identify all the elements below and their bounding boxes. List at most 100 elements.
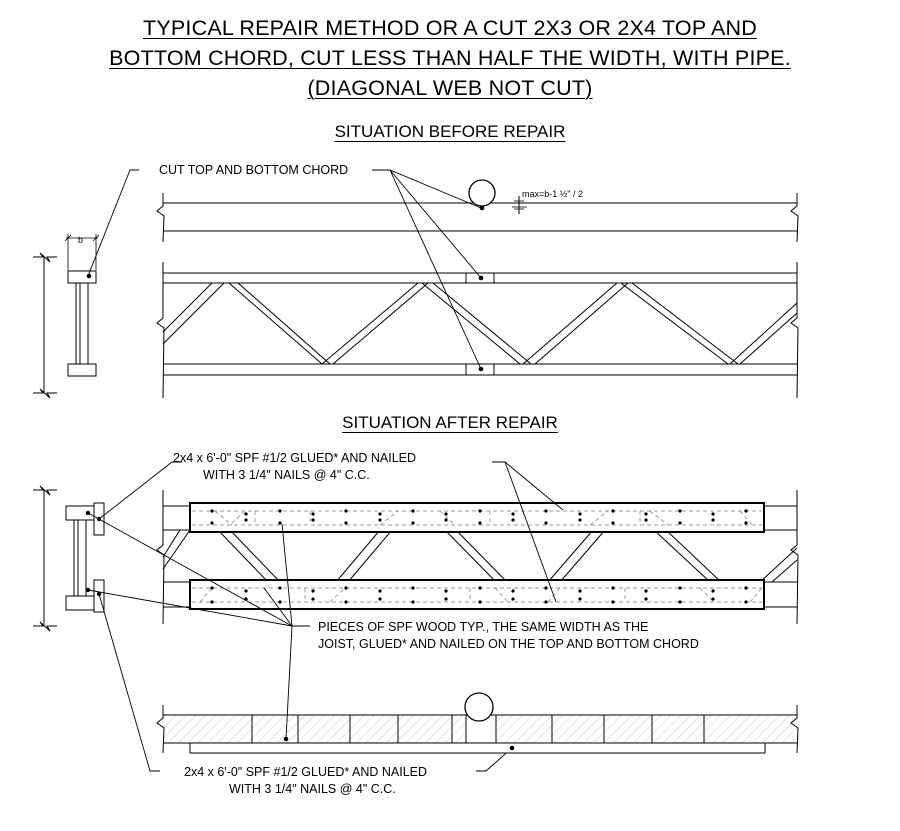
nail-dot	[744, 509, 748, 513]
title-line-2: BOTTOM CHORD, CUT LESS THAN HALF THE WID…	[109, 46, 791, 70]
nail-dot	[344, 521, 348, 525]
nail-dot	[278, 521, 282, 525]
top-scab-board	[189, 502, 765, 533]
nail-dot	[444, 512, 448, 516]
note-top-scab: 2x4 x 6'-0" SPF #1/2 GLUED* AND NAILED W…	[173, 450, 416, 484]
nail-dot	[578, 597, 582, 601]
dimension-b: b	[78, 235, 83, 245]
nail-dot	[210, 586, 214, 590]
nail-dot	[344, 586, 348, 590]
nail-dot	[478, 509, 482, 513]
heading-after: SITUATION AFTER REPAIR	[342, 413, 558, 432]
max-dimension-note: max=b-1 ½" / 2	[522, 189, 583, 199]
after-leaders	[87, 461, 564, 772]
nail-dot	[444, 597, 448, 601]
note-spf-pieces-line-2: JOIST, GLUED* AND NAILED ON THE TOP AND …	[318, 637, 699, 651]
nail-pattern	[210, 509, 748, 604]
note-top-scab-line-2: WITH 3 1/4" NAILS @ 4" C.C.	[203, 468, 370, 482]
nail-dot	[578, 589, 582, 593]
nail-dot	[611, 600, 615, 604]
nail-dot	[278, 586, 282, 590]
nail-dot	[578, 518, 582, 522]
nail-dot	[311, 518, 315, 522]
nail-dot	[644, 589, 648, 593]
nail-dot	[711, 597, 715, 601]
nail-dot	[444, 589, 448, 593]
nail-dot	[544, 521, 548, 525]
break-line	[156, 193, 165, 243]
nail-dot	[210, 509, 214, 513]
nail-dot	[378, 597, 382, 601]
nail-dot	[444, 518, 448, 522]
nail-dot	[210, 521, 214, 525]
before-leaders	[87, 169, 482, 370]
nail-dot	[711, 589, 715, 593]
after-elevation	[156, 692, 799, 754]
nail-dot	[511, 512, 515, 516]
nail-dot	[611, 509, 615, 513]
nail-dot	[711, 518, 715, 522]
nail-dot	[278, 600, 282, 604]
nail-dot	[511, 589, 515, 593]
note-top-scab-line-1: 2x4 x 6'-0" SPF #1/2 GLUED* AND NAILED	[173, 451, 417, 465]
nail-dot	[544, 509, 548, 513]
nail-dot	[478, 600, 482, 604]
nail-dot	[611, 586, 615, 590]
heading-before: SITUATION BEFORE REPAIR	[334, 122, 566, 141]
nail-dot	[611, 521, 615, 525]
nail-dot	[411, 509, 415, 513]
nail-dot	[744, 586, 748, 590]
pipe-circle-after	[464, 692, 494, 722]
after-section	[33, 485, 105, 632]
nail-dot	[544, 586, 548, 590]
nail-dot	[511, 597, 515, 601]
note-bottom-scab-line-2: WITH 3 1/4" NAILS @ 4" C.C.	[229, 782, 396, 796]
nail-dot	[711, 512, 715, 516]
nail-dot	[744, 521, 748, 525]
nail-dot	[478, 586, 482, 590]
hidden-lines	[192, 510, 763, 603]
nail-dot	[278, 509, 282, 513]
nail-dot	[244, 589, 248, 593]
nail-dot	[378, 518, 382, 522]
nail-dot	[478, 521, 482, 525]
nail-dot	[544, 600, 548, 604]
nail-dot	[411, 586, 415, 590]
nail-dot	[311, 512, 315, 516]
note-spf-pieces: PIECES OF SPF WOOD TYP., THE SAME WIDTH …	[318, 619, 699, 653]
nail-dot	[411, 600, 415, 604]
nail-dot	[678, 521, 682, 525]
title-line-3: (DIAGONAL WEB NOT CUT)	[307, 76, 593, 100]
nail-dot	[744, 600, 748, 604]
title-line-1: TYPICAL REPAIR METHOD OR A CUT 2X3 OR 2X…	[143, 16, 757, 40]
bottom-scab-board	[189, 579, 765, 610]
nail-dot	[578, 512, 582, 516]
nail-dot	[311, 597, 315, 601]
pipe-circle	[468, 179, 496, 207]
break-line	[790, 193, 799, 243]
before-elevation	[156, 179, 799, 243]
nail-dot	[678, 509, 682, 513]
nail-dot	[344, 509, 348, 513]
before-truss	[156, 262, 799, 399]
nail-dot	[311, 589, 315, 593]
callout-cut-chord: CUT TOP AND BOTTOM CHORD	[159, 163, 349, 177]
nail-dot	[644, 518, 648, 522]
nail-dot	[210, 600, 214, 604]
nail-dot	[644, 597, 648, 601]
nail-dot	[678, 586, 682, 590]
before-section	[33, 234, 100, 399]
nail-dot	[511, 518, 515, 522]
nail-dot	[244, 512, 248, 516]
note-spf-pieces-line-1: PIECES OF SPF WOOD TYP., THE SAME WIDTH …	[318, 620, 649, 634]
nail-dot	[411, 521, 415, 525]
nail-dot	[344, 600, 348, 604]
nail-dot	[378, 589, 382, 593]
note-bottom-scab: 2x4 x 6'-0" SPF #1/2 GLUED* AND NAILED W…	[184, 764, 427, 798]
nail-dot	[378, 512, 382, 516]
nail-dot	[644, 512, 648, 516]
nail-dot	[678, 600, 682, 604]
note-bottom-scab-line-1: 2x4 x 6'-0" SPF #1/2 GLUED* AND NAILED	[184, 765, 428, 779]
nail-dot	[244, 518, 248, 522]
